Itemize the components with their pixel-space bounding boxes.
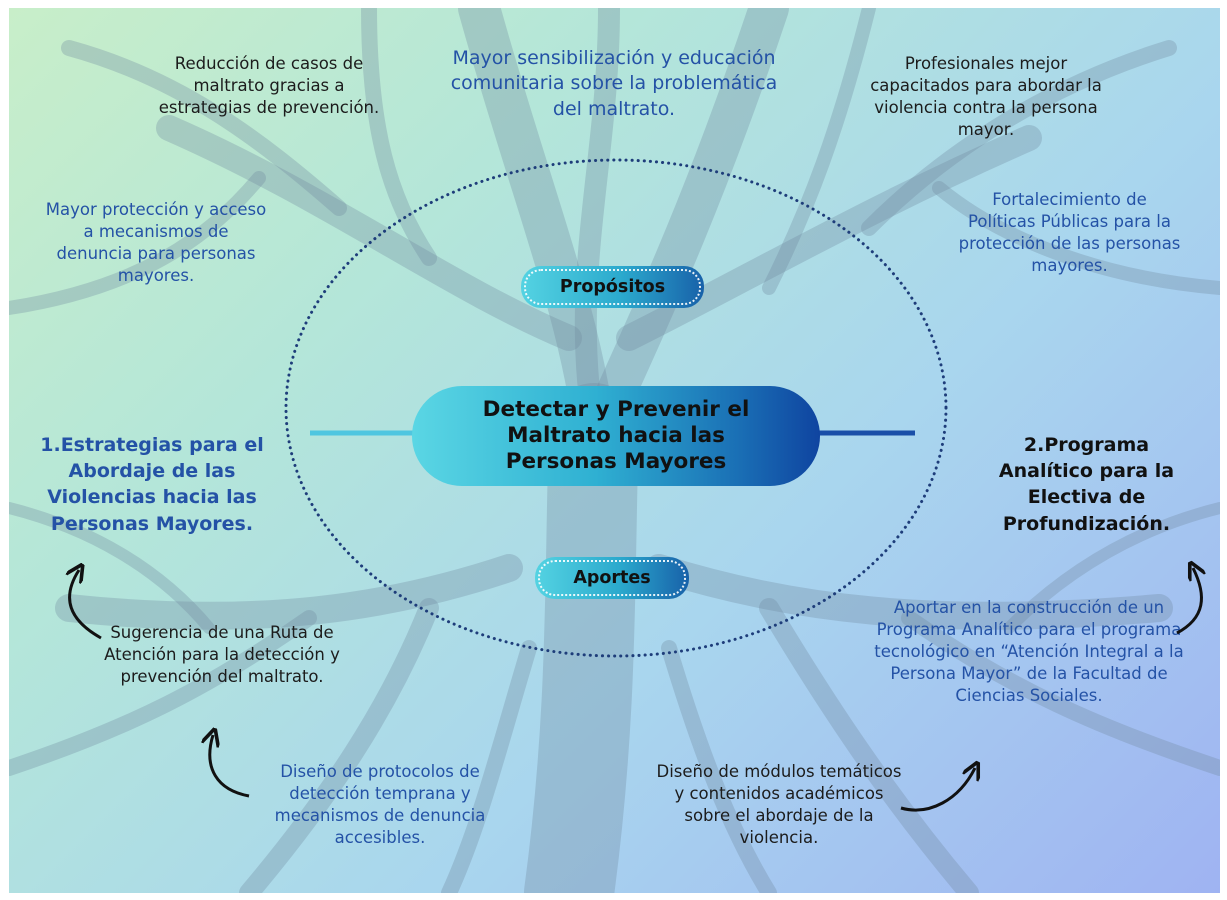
aporte-ruta: Sugerencia de una Ruta de Atención para …	[104, 623, 340, 686]
aporte-modulos: Diseño de módulos temáticos y contenidos…	[656, 762, 902, 847]
center-node: Detectar y Prevenir el Maltrato hacia la…	[412, 386, 820, 486]
proposito-sensibilizacion: Mayor sensibilización y educación comuni…	[450, 47, 778, 120]
curved-arrow-icon	[1176, 568, 1201, 635]
propositos-pill: Propósitos	[521, 266, 704, 308]
proposito-proteccion: Mayor protección y acceso a mecanismos d…	[45, 200, 267, 285]
tree-silhouette	[9, 8, 1220, 893]
propositos-pill-label: Propósitos	[559, 277, 666, 297]
connector-layer	[284, 158, 948, 658]
estrategias-heading: 1.Estrategias para el Abordaje de las Vi…	[40, 434, 264, 535]
diagram-canvas: Reducción de casos de maltrato gracias a…	[9, 8, 1220, 893]
proposito-reduccion: Reducción de casos de maltrato gracias a…	[158, 54, 380, 117]
curved-arrow-icon	[210, 735, 250, 798]
curved-arrow-icon	[900, 768, 975, 812]
aporte-protocolos: Diseño de protocolos de detección tempra…	[274, 762, 486, 847]
aporte-programa-analitico: Aportar en la construcción de un Program…	[874, 598, 1184, 705]
center-title: Detectar y Prevenir el Maltrato hacia la…	[482, 396, 750, 475]
dotted-ellipse	[284, 158, 948, 658]
proposito-politicas: Fortalecimiento de Políticas Públicas pa…	[958, 190, 1181, 275]
curved-arrow-icon	[70, 570, 102, 640]
proposito-profesionales: Profesionales mejor capacitados para abo…	[870, 54, 1102, 139]
arrow-layer	[9, 8, 1220, 812]
programa-heading: 2.Programa Analítico para la Electiva de…	[998, 434, 1175, 535]
aportes-pill-label: Aportes	[573, 568, 651, 588]
